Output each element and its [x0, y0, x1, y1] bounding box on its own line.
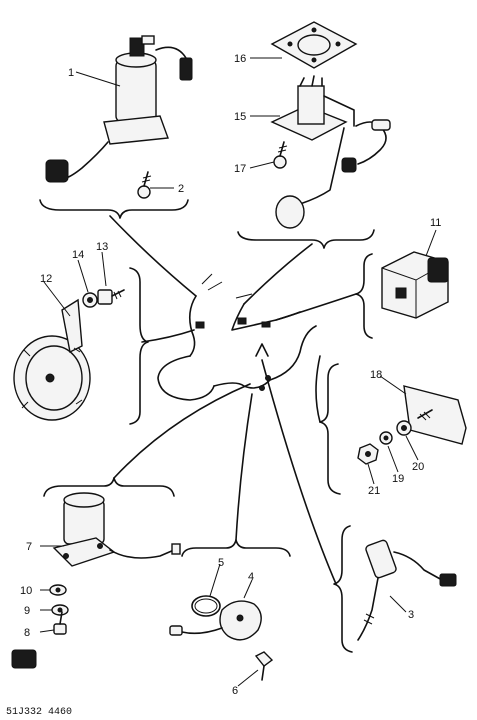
- bracket-sensor-group: [319, 363, 341, 495]
- callout-17: 17: [234, 163, 246, 175]
- callout-7: 7: [26, 541, 32, 553]
- bracket-neutral-switch-group: [333, 525, 353, 653]
- washer-10: [49, 584, 67, 596]
- horn-12: [13, 298, 91, 421]
- wire-neutral-to-harness: [261, 359, 337, 585]
- wire-ignition-to-harness: [109, 215, 197, 297]
- o-ring-5: [191, 595, 221, 617]
- screw-17: [273, 141, 288, 169]
- ignition-switch: [45, 35, 193, 183]
- callout-12: 12: [40, 273, 52, 285]
- screw-2: [137, 171, 152, 199]
- leader-lines: [39, 57, 437, 687]
- wiring-harness: [157, 273, 317, 401]
- bolt-8: [11, 611, 67, 669]
- callout-13: 13: [96, 241, 108, 253]
- callout-21: 21: [368, 485, 380, 497]
- washer-19: [379, 431, 393, 445]
- bracket-lower-mid-group: [181, 539, 291, 557]
- callout-2: 2: [178, 183, 184, 195]
- fuel-sender-gasket: [270, 21, 358, 69]
- callout-11: 11: [430, 217, 441, 229]
- sensor-plate-18: [403, 385, 467, 445]
- callout-19: 19: [392, 473, 404, 485]
- wire-sensor-to-harness: [315, 355, 321, 423]
- relay-11: [381, 251, 449, 319]
- callout-5: 5: [218, 557, 224, 569]
- screw-6: [254, 651, 274, 681]
- washer-14: [82, 292, 98, 308]
- bracket-ignition-group: [39, 199, 189, 219]
- callout-10: 10: [20, 585, 32, 597]
- solenoid-7: [52, 492, 181, 567]
- callout-8: 8: [24, 627, 30, 639]
- callout-20: 20: [412, 461, 424, 473]
- callout-9: 9: [24, 605, 30, 617]
- washer-9: [51, 604, 69, 616]
- callout-16: 16: [234, 53, 246, 65]
- washer-20: [396, 420, 412, 436]
- wire-horn-to-harness: [141, 329, 195, 343]
- wire-lower-mid-to-harness: [235, 393, 253, 541]
- fuel-sender-unit: [270, 75, 391, 229]
- nut-21: [357, 443, 379, 465]
- bracket-fuel-sender-group: [237, 229, 375, 249]
- bracket-relay-group: [355, 253, 373, 339]
- callout-3: 3: [408, 609, 414, 621]
- bolt-13: [97, 289, 125, 305]
- bracket-horn-group: [129, 267, 149, 425]
- wire-lower-left-to-harness: [113, 383, 251, 479]
- diagram-code: 51J332 4460: [6, 707, 72, 718]
- bracket-lower-left-group: [43, 477, 175, 497]
- sensor-4: [169, 600, 262, 641]
- callout-15: 15: [234, 111, 246, 123]
- callout-18: 18: [370, 369, 382, 381]
- callout-6: 6: [232, 685, 238, 697]
- callout-14: 14: [72, 249, 84, 261]
- neutral-switch-3: [357, 539, 457, 641]
- callout-1: 1: [68, 67, 74, 79]
- callout-4: 4: [248, 571, 254, 583]
- wire-fuel-to-harness: [243, 243, 313, 305]
